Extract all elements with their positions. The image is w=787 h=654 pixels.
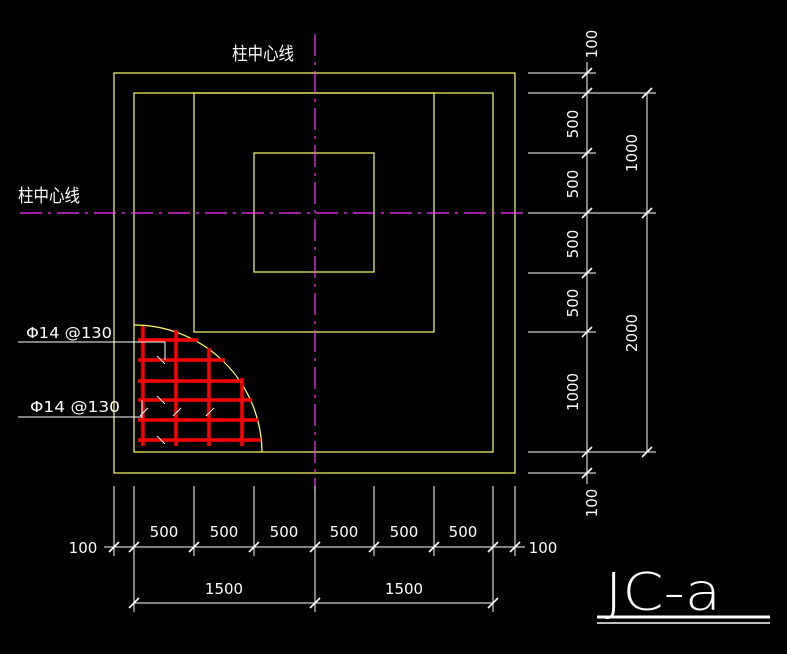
dimension-label: 1500 xyxy=(205,580,243,598)
dimension-label: 500 xyxy=(564,110,582,139)
rebar-ticks xyxy=(139,355,215,445)
dimension-tick xyxy=(581,207,593,219)
dimension-tick xyxy=(428,541,440,553)
dimension-tick xyxy=(581,267,593,279)
dimension-tick xyxy=(641,87,653,99)
dimension-tick xyxy=(581,446,593,458)
dimension-label: 500 xyxy=(564,170,582,199)
dimension-label: 1000 xyxy=(564,373,582,411)
dimension-tick xyxy=(509,541,521,553)
dimension-tick xyxy=(581,467,593,479)
dimension-tick xyxy=(487,597,499,609)
dimension-tick xyxy=(188,541,200,553)
rebar-tick xyxy=(156,355,166,365)
rebar-leaders xyxy=(18,341,166,418)
dimension-label: 500 xyxy=(449,523,478,541)
rebar-label-top: Φ14 @130 xyxy=(26,324,112,342)
right-dimension-lines xyxy=(528,62,656,484)
rebar-tick xyxy=(156,395,166,405)
dimension-label: 1500 xyxy=(385,580,423,598)
rebar-label-bottom: Φ14 @130 xyxy=(30,398,120,416)
rebar-leader-bottom xyxy=(18,400,143,418)
centerline-label-vertical: 柱中心线 xyxy=(232,44,294,65)
bottom-dimension-lines xyxy=(104,486,525,612)
drawing-title: JC-a xyxy=(605,563,721,623)
rebar-tick xyxy=(156,435,166,445)
dimension-tick xyxy=(581,67,593,79)
dimension-tick xyxy=(581,87,593,99)
dimension-tick xyxy=(309,541,321,553)
dimension-tick xyxy=(368,541,380,553)
title-underline xyxy=(597,615,770,624)
dimension-tick xyxy=(641,207,653,219)
dimension-label: 2000 xyxy=(623,314,641,352)
rebar-tick xyxy=(205,407,215,417)
dimension-tick xyxy=(487,541,499,553)
dimension-tick xyxy=(248,541,260,553)
bottom-dimension-ticks xyxy=(108,541,521,609)
bottom-dimension-labels: 100 500 500 500 500 500 500 100 1500 150… xyxy=(69,523,558,598)
right-dimension-ticks xyxy=(581,67,653,479)
dimension-label: 100 xyxy=(69,539,98,557)
dimension-label: 100 xyxy=(583,30,601,59)
dimension-label: 1000 xyxy=(623,134,641,172)
right-dimension-labels: 100 500 500 500 500 1000 100 1000 2000 xyxy=(564,30,641,518)
detail-arc xyxy=(133,324,263,453)
rebar-tick xyxy=(139,407,149,417)
dimension-tick xyxy=(128,597,140,609)
dimension-label: 500 xyxy=(564,230,582,259)
dimension-label: 500 xyxy=(150,523,179,541)
dimension-label: 100 xyxy=(583,489,601,518)
dimension-label: 500 xyxy=(390,523,419,541)
dimension-tick xyxy=(108,541,120,553)
dimension-tick xyxy=(128,541,140,553)
dimension-label: 500 xyxy=(270,523,299,541)
centerline-label-horizontal: 柱中心线 xyxy=(18,186,80,207)
rebar-tick xyxy=(172,407,182,417)
rebar-grid xyxy=(138,326,261,446)
rebar-leader-top xyxy=(18,341,166,360)
dimension-tick xyxy=(581,326,593,338)
dimension-tick xyxy=(581,147,593,159)
dimension-label: 500 xyxy=(210,523,239,541)
dimension-tick xyxy=(309,597,321,609)
dimension-tick xyxy=(641,446,653,458)
dimension-label: 100 xyxy=(529,539,558,557)
dimension-label: 500 xyxy=(564,289,582,318)
centerlines xyxy=(20,34,525,490)
dimension-label: 500 xyxy=(330,523,359,541)
